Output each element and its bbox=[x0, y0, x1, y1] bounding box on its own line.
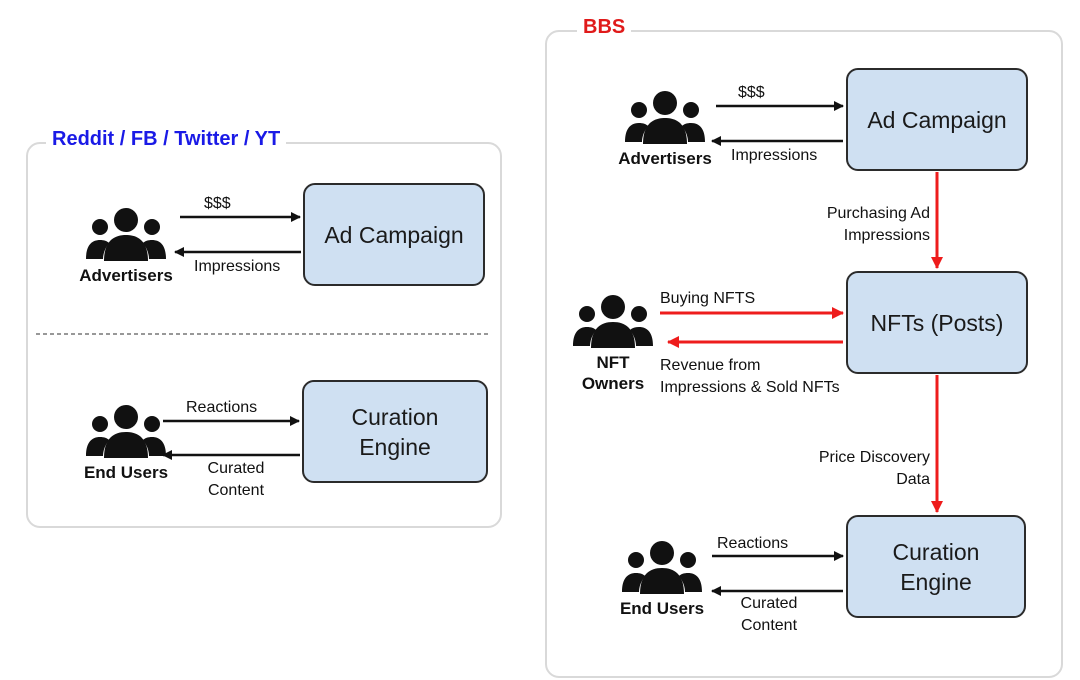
right-end-users-actor: End Users bbox=[602, 538, 722, 619]
right-end-users-label: End Users bbox=[619, 599, 705, 618]
right-advertisers-actor: Advertisers bbox=[605, 88, 725, 169]
right-ad-campaign-box: Ad Campaign bbox=[846, 68, 1028, 171]
right-reactions-label: Reactions bbox=[717, 535, 789, 552]
people-group-icon bbox=[573, 295, 653, 348]
people-group-icon bbox=[86, 405, 166, 458]
right-panel-title: BBS bbox=[577, 15, 632, 39]
left-impressions-label: Impressions bbox=[194, 258, 281, 275]
right-impressions-label: Impressions bbox=[731, 147, 818, 164]
left-ad-campaign-box: Ad Campaign bbox=[303, 183, 485, 286]
people-group-icon bbox=[622, 541, 702, 594]
people-group-icon bbox=[86, 208, 166, 261]
right-panel bbox=[545, 30, 1063, 678]
left-reactions-label: Reactions bbox=[186, 399, 258, 416]
right-nft-owners-label: NFT Owners bbox=[581, 353, 645, 393]
right-money-label: $$$ bbox=[738, 84, 765, 101]
right-price-discovery-label: Price Discovery Data bbox=[818, 449, 930, 488]
left-advertisers-actor: Advertisers bbox=[66, 205, 186, 286]
left-money-label: $$$ bbox=[204, 195, 231, 212]
people-group-icon bbox=[625, 91, 705, 144]
right-nft-owners-actor: NFT Owners bbox=[553, 292, 673, 394]
right-curation-engine-box: Curation Engine bbox=[846, 515, 1026, 618]
left-panel-title: Reddit / FB / Twitter / YT bbox=[46, 127, 287, 151]
right-nfts-posts-box: NFTs (Posts) bbox=[846, 271, 1028, 374]
right-buying-nfts-label: Buying NFTS bbox=[660, 290, 756, 307]
left-curation-engine-box: Curation Engine bbox=[302, 380, 488, 483]
right-purchasing-label: Purchasing Ad Impressions bbox=[826, 205, 930, 244]
left-end-users-actor: End Users bbox=[66, 402, 186, 483]
left-end-users-label: End Users bbox=[83, 463, 169, 482]
right-curated-content-label: Curated Content bbox=[740, 595, 798, 634]
right-advertisers-label: Advertisers bbox=[618, 149, 712, 168]
left-curated-content-label: Curated Content bbox=[207, 460, 265, 499]
right-revenue-label: Revenue from Impressions & Sold NFTs bbox=[660, 357, 840, 396]
left-advertisers-label: Advertisers bbox=[79, 266, 173, 285]
